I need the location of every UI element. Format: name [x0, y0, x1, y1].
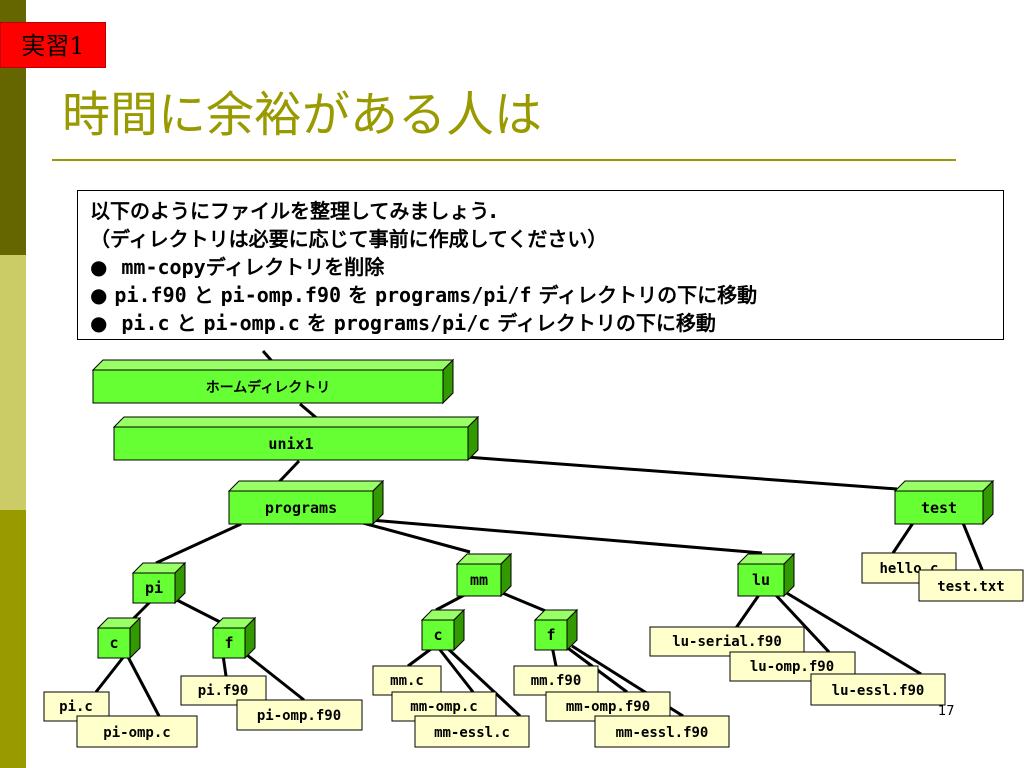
dir-unix1: unix1 [112, 415, 480, 462]
plain-text: を [341, 283, 375, 307]
dir-label: c [109, 634, 118, 652]
dir-pi: pi [131, 561, 187, 605]
bullet-item-2: ● pi.f90 と pi-omp.f90 を programs/pi/f ディ… [90, 281, 993, 309]
file-label: pi-omp.f90 [257, 708, 341, 724]
plain-text: ディレクトリの下に移動 [531, 283, 758, 307]
file-lu-essl: lu-essl.f90 [810, 673, 946, 706]
dir-mm-f: f [533, 608, 579, 652]
mono-text: pi-omp.c [203, 311, 300, 335]
dir-label: programs [265, 499, 337, 517]
dir-pi-c: c [96, 616, 142, 660]
file-label: mm-essl.c [434, 725, 510, 741]
mono-text: pi.c [121, 311, 170, 335]
file-label: mm-essl.f90 [616, 725, 709, 741]
dir-label: mm [470, 571, 488, 589]
mono-text: mm-copy [121, 255, 206, 279]
file-label: lu-omp.f90 [750, 659, 834, 675]
sidebar-stripe-light [0, 255, 26, 510]
file-label: mm-omp.c [410, 699, 477, 715]
file-mm-c: mm.c [372, 665, 442, 696]
directory-boxes: ホームディレクトリ unix1 programs test pi [91, 358, 995, 660]
connector-lines [94, 350, 985, 718]
dir-lu: lu [736, 552, 796, 598]
file-label: mm-omp.f90 [566, 699, 650, 715]
file-label: pi.f90 [198, 683, 249, 699]
dir-label: ホームディレクトリ [206, 379, 331, 396]
file-label: mm.c [390, 673, 424, 689]
plain-text: と [186, 283, 221, 307]
file-lu-omp: lu-omp.f90 [729, 651, 856, 682]
plain-text: ディレクトリを削除 [205, 255, 385, 279]
dir-pi-f: f [211, 616, 257, 660]
file-label: pi-omp.c [103, 725, 170, 741]
plain-text: と [169, 311, 204, 335]
dir-label: pi [145, 579, 163, 597]
dir-label: f [546, 626, 555, 644]
dir-home: ホームディレクトリ [91, 358, 455, 405]
file-label: lu-serial.f90 [672, 634, 782, 650]
file-mm-f90: mm.f90 [513, 665, 599, 696]
file-boxes: hello.c test.txt lu-serial.f90 lu-omp.f9… [43, 552, 1024, 748]
file-lu-serial: lu-serial.f90 [649, 626, 805, 657]
dir-programs: programs [227, 479, 385, 526]
file-mm-essl-f90: mm-essl.f90 [594, 715, 730, 748]
file-label: test.txt [937, 579, 1004, 595]
file-label: lu-essl.f90 [832, 683, 925, 699]
file-label: mm.f90 [531, 673, 582, 689]
exercise-badge: 実習1 [0, 22, 106, 68]
dir-label: unix1 [268, 435, 313, 453]
mono-text: programs/pi/c [333, 311, 491, 335]
bullet-item-3: ● pi.c と pi-omp.c を programs/pi/c ディレクトリ… [90, 309, 993, 337]
mono-text: programs/pi/f [374, 283, 532, 307]
mono-text: pi.f90 [114, 283, 187, 307]
file-mm-essl-c: mm-essl.c [414, 715, 530, 748]
file-test-txt: test.txt [918, 569, 1024, 602]
dir-label: test [921, 499, 957, 517]
instruction-line-1: 以下のようにファイルを整理してみましょう. [90, 199, 497, 223]
bullet: ● [90, 255, 108, 279]
page-number: 17 [938, 704, 955, 719]
bullet-item-1: ● mm-copyディレクトリを削除 [90, 253, 993, 281]
slide-title: 時間に余裕がある人は [62, 87, 543, 143]
dir-mm-c: c [420, 608, 466, 652]
title-divider [52, 159, 956, 161]
file-pi-omp-c: pi-omp.c [76, 715, 198, 748]
plain-text: を [299, 311, 334, 335]
dir-label: f [224, 634, 233, 652]
dir-mm: mm [455, 552, 513, 598]
instruction-box: 以下のようにファイルを整理してみましょう. （ディレクトリは必要に応じて事前に作… [77, 190, 1004, 340]
mono-text: pi-omp.f90 [220, 283, 342, 307]
dir-test: test [893, 479, 995, 526]
file-label: pi.c [59, 699, 93, 715]
sidebar-stripe-mid [0, 510, 26, 768]
dir-label: c [433, 626, 442, 644]
bullet: ● [90, 311, 108, 335]
file-pi-c: pi.c [43, 691, 110, 722]
dir-label: lu [752, 571, 770, 589]
file-pi-omp-f90: pi-omp.f90 [236, 699, 363, 731]
plain-text: ディレクトリの下に移動 [490, 311, 716, 335]
bullet: ● [90, 283, 108, 307]
instruction-line-2: （ディレクトリは必要に応じて事前に作成してください） [90, 227, 608, 251]
